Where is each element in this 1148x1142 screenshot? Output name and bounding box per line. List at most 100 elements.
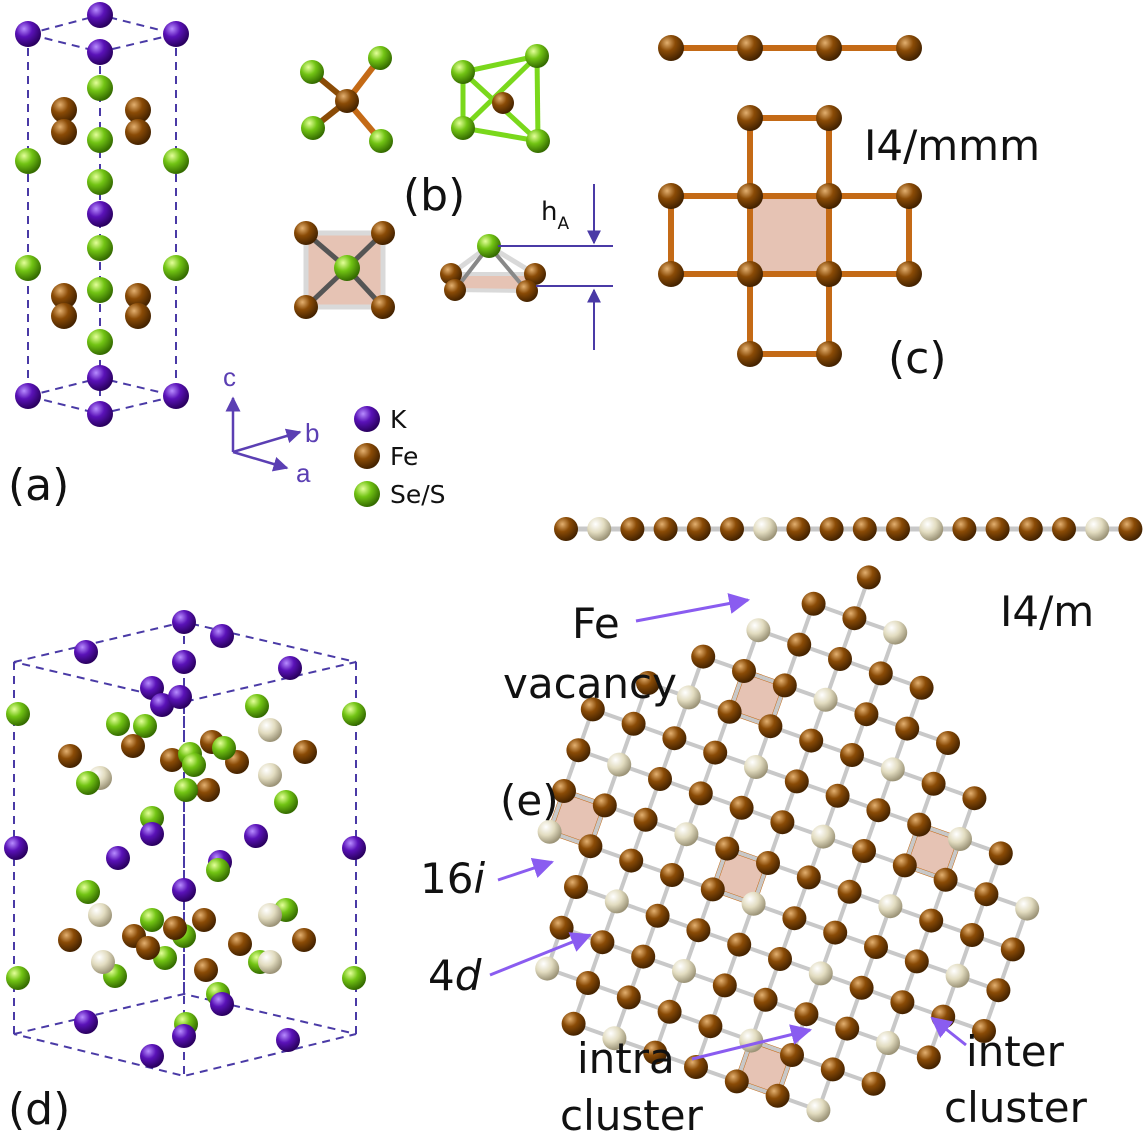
fe-atom (866, 798, 891, 823)
se-atom (212, 736, 236, 760)
fe-atom (819, 517, 844, 541)
fe-vacancy-atom (753, 517, 778, 541)
fe-vacancy-atom (535, 956, 560, 981)
fe-vacancy-atom (587, 517, 612, 541)
fe-atom (578, 834, 603, 859)
se-atom (342, 702, 366, 726)
fe-atom (727, 932, 752, 957)
fe-vacancy-atom (672, 959, 696, 983)
fe-atom (816, 105, 842, 131)
fe-atom (645, 903, 670, 928)
fe-atom (864, 935, 888, 959)
fe-atom (895, 716, 920, 741)
fe-atom (737, 261, 763, 287)
height-label: hA (541, 197, 569, 234)
fe-atom (842, 606, 867, 631)
fe-atom (962, 786, 987, 811)
fe-atom (549, 915, 574, 940)
se-atom (106, 712, 130, 736)
legend-k-swatch (354, 406, 380, 432)
fe-vacancy-atom (1085, 517, 1110, 541)
fe-atom (988, 841, 1013, 866)
fe-atom (1018, 517, 1043, 541)
axis-a-arrow (232, 450, 289, 472)
fe-vacancy-atom (676, 685, 701, 710)
fe-atom (684, 1055, 708, 1079)
fe-atom (786, 517, 811, 541)
fe-vacancy-atom (674, 822, 699, 847)
fe-atom (554, 517, 578, 541)
se-square-pyramid-side (440, 234, 546, 302)
se-atom (133, 714, 157, 738)
fe-vacancy-atom (808, 961, 833, 986)
se-atom (15, 255, 41, 281)
fe-atom (737, 183, 763, 209)
fe-atom (633, 807, 658, 832)
fe-atom (756, 851, 780, 875)
site-16i-arrow (497, 858, 554, 882)
fe-atom (737, 341, 763, 367)
fe-atom (732, 659, 756, 683)
legend-se-swatch (354, 481, 380, 507)
fe-atom (936, 731, 960, 755)
fe-atom (643, 1040, 668, 1065)
panel-c-side-chain (658, 35, 922, 61)
space-group-c: I4/mmm (864, 121, 1040, 170)
panel-label-b: (b) (403, 170, 465, 221)
panel-b-coordination: hA (294, 44, 613, 350)
fe-atom (121, 734, 145, 758)
fe-atom (820, 1057, 845, 1082)
k-atom (168, 685, 192, 709)
fe-vacancy-atom (607, 752, 632, 777)
panel-a-unit-cell (15, 2, 189, 427)
legend-se-label: Se/S (390, 480, 446, 509)
fe-tetrahedron-perspective (451, 44, 550, 153)
se-atom (174, 778, 198, 802)
panel-e-vacancy-ordered-layer (535, 517, 1143, 1123)
fe-atom (737, 105, 763, 131)
k-atom (15, 21, 41, 47)
fe-atom (933, 867, 958, 892)
k-atom (15, 383, 41, 409)
fe-atom (163, 916, 187, 940)
fe-atom (985, 517, 1010, 541)
fe-atom (686, 918, 711, 943)
se-atom (6, 966, 30, 990)
fe-atom (753, 987, 778, 1012)
legend-fe-label: Fe (390, 442, 418, 471)
fe-vacancy-atom (602, 1026, 627, 1051)
k-atom (276, 1028, 300, 1052)
fe-vacancy-atom (945, 963, 970, 988)
fe-atom (796, 865, 821, 890)
fe-atom (837, 879, 862, 904)
fe-vacancy-atom (746, 618, 771, 643)
fe-vacancy-atom (883, 620, 908, 645)
k-atom (172, 610, 196, 634)
fe-vacancy-label-line1: Fe (572, 599, 620, 648)
fe-vacancy-atom (258, 718, 282, 742)
axis-b-label: b (305, 418, 319, 448)
fe-vacancy-atom (258, 903, 282, 927)
panel-c-square-lattice (658, 105, 922, 367)
fe-atom (724, 1069, 749, 1094)
k-atom (106, 846, 130, 870)
fe-vacancy-atom (876, 1031, 900, 1055)
fe-atom (868, 661, 893, 686)
fe-atom (770, 810, 795, 835)
se-atom (15, 148, 41, 174)
fe-atom (787, 632, 812, 657)
panel-label-e: (e) (500, 776, 559, 825)
inter-cluster-label-line2: cluster (944, 1083, 1088, 1132)
se-atom (245, 694, 269, 718)
k-atom (172, 650, 196, 674)
k-atom (140, 1044, 164, 1068)
fe-atom (952, 517, 977, 541)
fe-atom (228, 932, 252, 956)
fe-atom (621, 711, 646, 736)
fe-atom (974, 882, 999, 907)
fe-atom (960, 923, 984, 947)
k-atom (244, 824, 268, 848)
fe-atom (662, 726, 687, 751)
axis-b-arrow (232, 428, 302, 454)
se-atom (87, 169, 113, 195)
